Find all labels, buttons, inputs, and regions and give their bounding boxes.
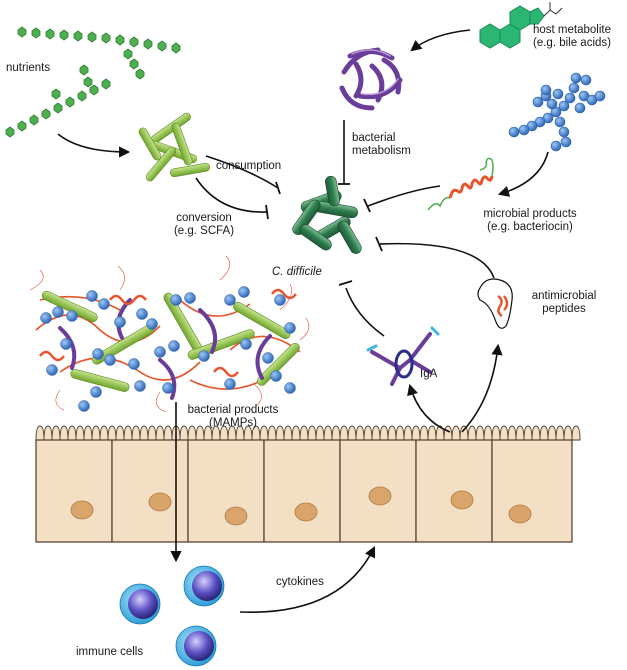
rods-green [41,290,300,392]
label-cytokines: cytokines [276,576,324,588]
arrow-to-iga [407,383,451,433]
label-antimicrobial-line1: antimicrobial [531,290,597,302]
arrow-conversion [195,177,269,213]
spirals-red [39,288,297,378]
immune-cells-group [119,565,225,667]
label-bacterial-metabolism-line1: bacterial [352,132,396,144]
epithelial-cells [35,439,573,543]
metabolizing-bacteria [339,47,403,111]
arrow-consumption [205,155,279,189]
label-host-metabolite: host metabolite (e.g. bile acids) [518,24,626,50]
label-conversion-line1: conversion [176,212,232,224]
epithelial-nuclei [70,486,532,526]
label-immune-cells: immune cells [76,646,144,658]
label-consumption: consumption [216,160,282,172]
nutrient-chain-bottom [5,64,111,138]
immune-cell [175,625,217,667]
label-bacterial-products: bacterial products (MAMPs) [178,404,288,430]
immune-cell [119,583,161,625]
label-conversion-line2: (e.g. SCFA) [173,225,235,237]
nutrient-chain-top [17,26,181,80]
bile-acid-molecule [479,5,545,49]
label-iga: IgA [420,368,438,380]
epithelium [35,425,581,543]
bacteriocin-peptide [427,157,494,211]
label-microbial-products-line2: (e.g. bacteriocin) [487,221,573,233]
label-host-metabolite-line2: (e.g. bile acids) [533,37,611,49]
iga-antibody [366,326,440,386]
arrow-to-amp [461,343,503,433]
label-bacterial-products-line2: (MAMPs) [209,417,257,429]
commensal-bacteria [138,112,211,182]
label-antimicrobial-peptides: antimicrobial peptides [522,290,606,316]
label-nutrients: nutrients [6,62,51,74]
label-bacterial-metabolism: bacterial metabolism [352,132,411,158]
arrows [57,29,549,613]
immune-cell [183,565,225,607]
microbiota-mass [29,255,310,413]
beads-blue [40,286,296,412]
label-bacterial-metabolism-line2: metabolism [352,145,411,157]
c-difficile-cluster [292,175,362,254]
label-bacterial-products-line1: bacterial products [187,404,279,416]
nutrient-chains [5,26,181,138]
bile-acid-sidechain [543,2,563,17]
arrow-amp-to-cdiff [379,242,495,279]
fimbriae-red [29,255,310,413]
label-conversion: conversion (e.g. SCFA) [162,212,246,238]
arrow-iga-to-cdiff [345,287,385,337]
antimicrobial-peptide-shape [477,278,513,329]
arrow-microbial-products [497,151,549,197]
label-host-metabolite-line1: host metabolite [533,24,611,36]
label-c-difficile: C. difficile [272,266,322,278]
microvilli [35,425,581,441]
arrow-nutrients [57,133,131,158]
label-antimicrobial-line2: peptides [542,303,586,315]
arrow-cytokines [239,545,376,613]
label-microbial-products-line1: microbial products [483,208,577,220]
arrow-host-metabolite [410,29,471,52]
arrow-bacteriocin-to-cdiff [367,185,441,207]
metabolizing-bacteria-highlight [351,49,399,96]
label-microbial-products: microbial products (e.g. bacteriocin) [470,208,590,234]
inhibition-bars [265,181,383,286]
bacteriocin-beads [508,72,606,152]
